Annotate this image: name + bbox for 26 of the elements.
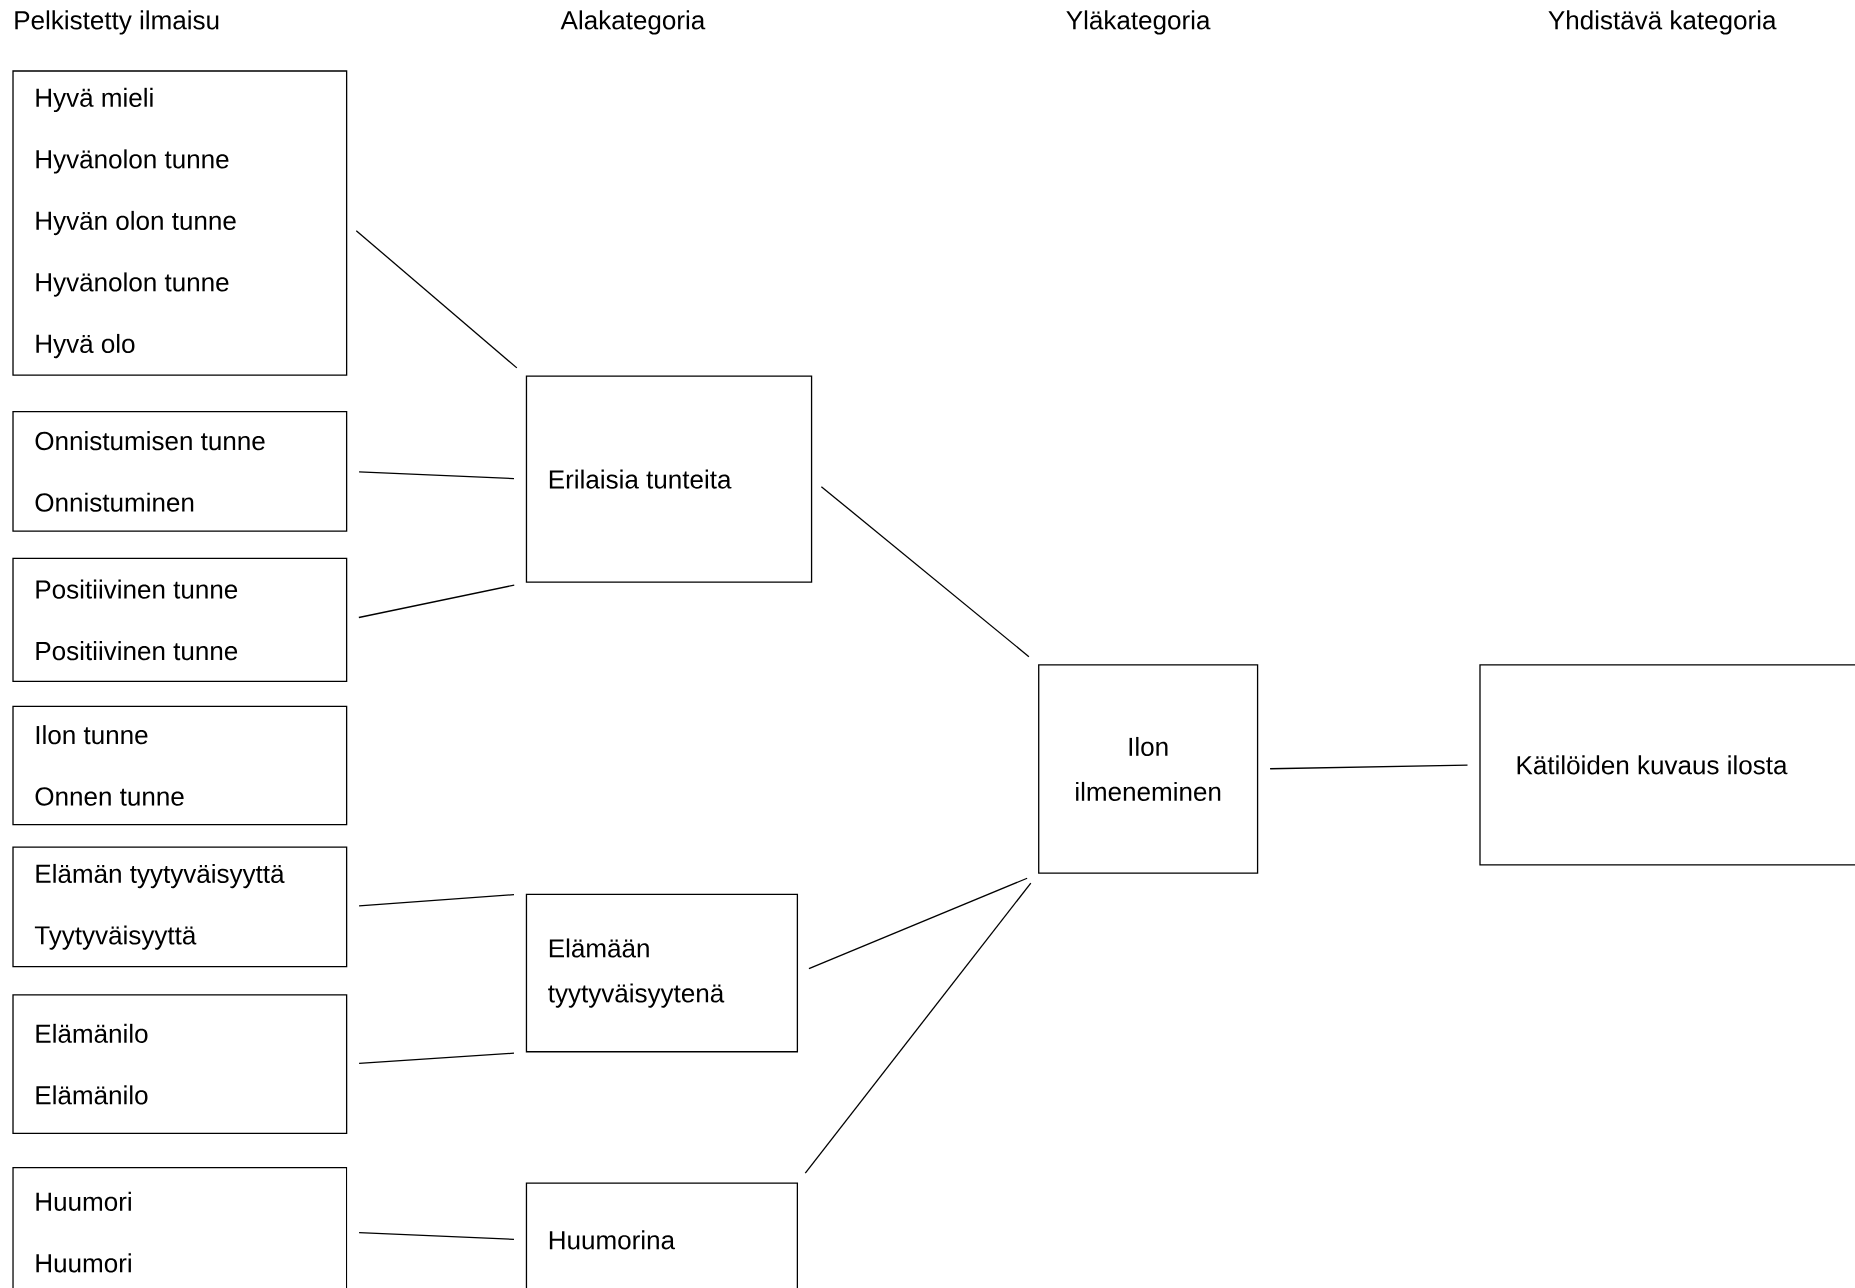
item-box: Elämän tyytyväisyyttä Tyytyväisyyttä xyxy=(12,846,348,968)
category-box: Erilaisia tunteita xyxy=(525,375,813,583)
category-box: Elämään tyytyväisyytenä xyxy=(525,893,799,1053)
column-heading: Alakategoria xyxy=(560,10,706,35)
connector-line xyxy=(808,877,1028,970)
category-box: Kätilöiden kuvaus ilosta xyxy=(1479,664,1855,866)
column-heading: Yhdistävä kategoria xyxy=(1548,10,1777,35)
column-heading: Pelkistetty ilmaisu xyxy=(15,10,219,35)
item-box: Huumori Huumori xyxy=(12,1167,348,1288)
connector-line xyxy=(820,486,1030,658)
connector-line xyxy=(358,584,515,619)
connector-line xyxy=(804,882,1032,1174)
column-heading: Yläkategoria xyxy=(1066,10,1211,35)
connector-line xyxy=(358,1232,515,1240)
connector-line xyxy=(355,230,518,369)
connector-line xyxy=(358,1052,515,1065)
item-box: Positiivinen tunne Positiivinen tunne xyxy=(12,557,348,683)
category-box: Ilon ilmeneminen xyxy=(1038,664,1259,874)
item-box: Onnistumisen tunne Onnistuminen xyxy=(12,411,348,532)
connector-line xyxy=(1269,764,1469,770)
item-box: Hyvä mieli Hyvänolon tunne Hyvän olon tunne Hyvänolon tunne Hyvä olo xyxy=(12,70,348,376)
connector-line xyxy=(358,471,515,480)
item-box: Elämänilo Elämänilo xyxy=(12,994,348,1134)
category-box: Huumorina xyxy=(525,1182,799,1288)
item-box: Ilon tunne Onnen tunne xyxy=(12,705,348,826)
connector-line xyxy=(358,893,515,907)
